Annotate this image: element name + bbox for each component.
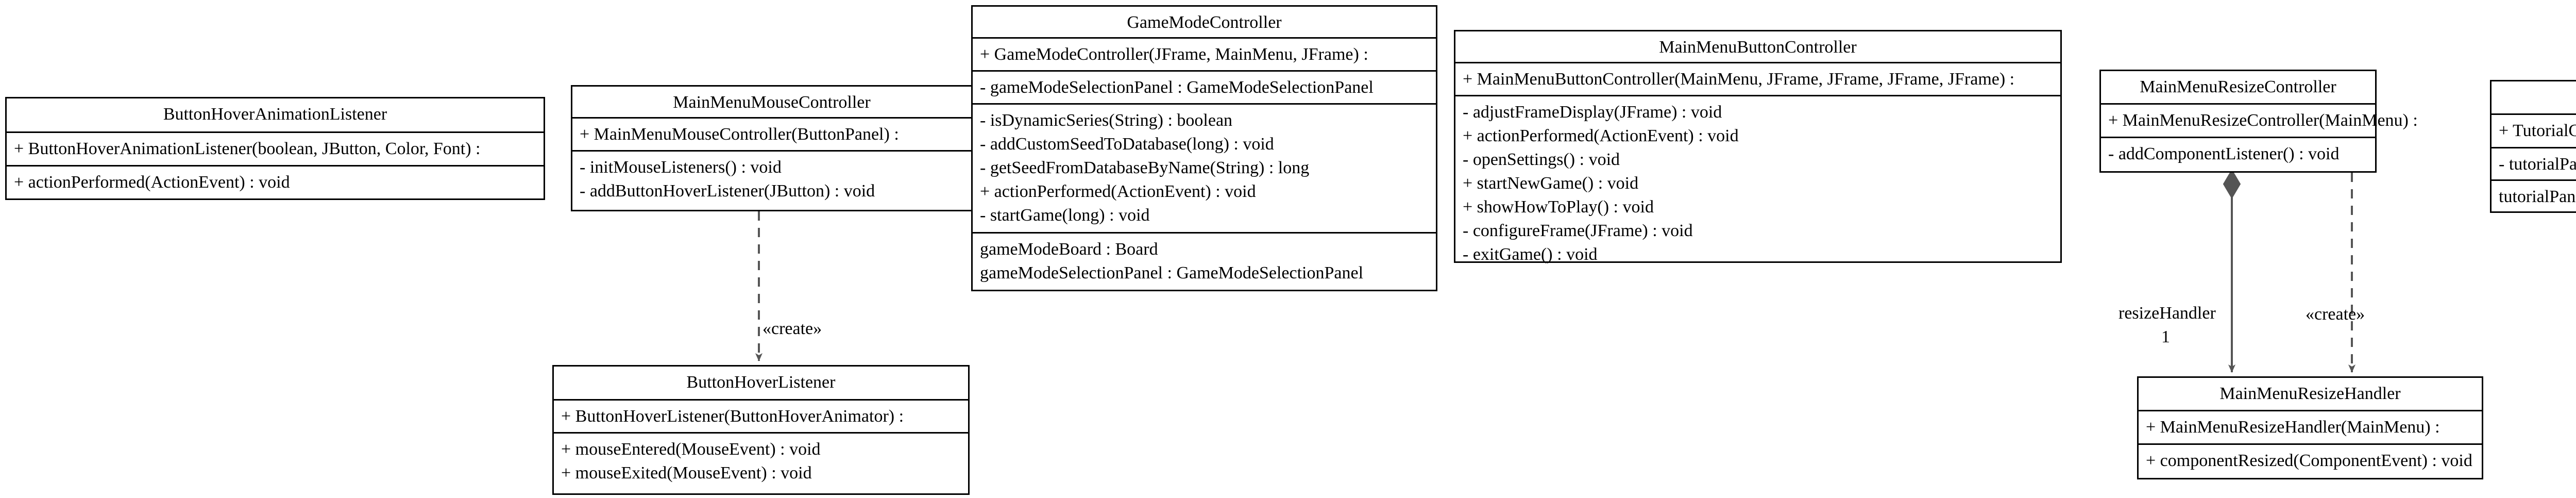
class-box-button-hover-animation-listener[interactable]: ButtonHoverAnimationListener + ButtonHov… xyxy=(5,97,545,200)
member-line: tutorialPanel : JPanel xyxy=(2499,187,2576,206)
class-box-button-hover-listener[interactable]: ButtonHoverListener + ButtonHoverListene… xyxy=(552,365,970,495)
class-name: GameModeController xyxy=(1127,13,1282,32)
member-line: + MainMenuResizeController(MainMenu) : xyxy=(2108,111,2418,130)
member-line: - initMouseListeners() : void xyxy=(580,158,782,177)
member-line: - isDynamicSeries(String) : boolean xyxy=(980,111,1233,130)
member-line: + GameModeController(JFrame, MainMenu, J… xyxy=(980,45,1368,64)
class-header: ButtonHoverAnimationListener xyxy=(7,98,544,133)
member-line: + actionPerformed(ActionEvent) : void xyxy=(1463,126,1739,145)
class-box-main-menu-button-controller[interactable]: MainMenuButtonController + MainMenuButto… xyxy=(1454,30,2062,264)
member-line: + ButtonHoverAnimationListener(boolean, … xyxy=(14,139,481,158)
member-line: gameModeBoard : Board xyxy=(980,240,1158,259)
class-box-tutorial-controller[interactable]: TutorialController + TutorialController(… xyxy=(2490,80,2576,213)
class-constructors: + MainMenuResizeHandler(MainMenu) : xyxy=(2139,411,2482,445)
member-line: + showHowToPlay() : void xyxy=(1463,197,1654,217)
class-fields: - tutorialPanel : TutorialPanel xyxy=(2492,148,2576,181)
member-line: + actionPerformed(ActionEvent) : void xyxy=(14,173,290,192)
member-line: + startNewGame() : void xyxy=(1463,174,1639,193)
class-box-main-menu-mouse-controller[interactable]: MainMenuMouseController + MainMenuMouseC… xyxy=(571,85,973,211)
class-constructors: + TutorialController(MainMenu, JFrame) : xyxy=(2492,115,2576,148)
relation-label-create-resize-handler: «create» xyxy=(2306,305,2365,324)
relation-composition-resize-handler xyxy=(2223,169,2241,373)
member-line: - openSettings() : void xyxy=(1463,150,1620,169)
class-methods: - initMouseListeners() : void - addButto… xyxy=(572,152,971,208)
class-name: MainMenuMouseController xyxy=(673,93,871,112)
class-constructors: + MainMenuMouseController(ButtonPanel) : xyxy=(572,119,971,152)
class-constructors: + MainMenuResizeController(MainMenu) : xyxy=(2101,105,2418,138)
class-header: ButtonHoverListener xyxy=(554,367,968,401)
member-line: - exitGame() : void xyxy=(1463,245,1598,264)
class-name: MainMenuResizeHandler xyxy=(2219,384,2401,403)
class-box-main-menu-resize-handler[interactable]: MainMenuResizeHandler + MainMenuResizeHa… xyxy=(2137,376,2483,479)
class-methods: + mouseEntered(MouseEvent) : void + mous… xyxy=(554,434,968,490)
relation-label-create-button-hover-listener: «create» xyxy=(762,319,822,338)
class-nested-members: tutorialPanel : JPanel xyxy=(2492,181,2576,214)
class-name: MainMenuResizeController xyxy=(2140,77,2336,96)
class-methods: - adjustFrameDisplay(JFrame) : void + ac… xyxy=(1455,96,2060,272)
member-line: - startGame(long) : void xyxy=(980,206,1150,225)
member-line: - adjustFrameDisplay(JFrame) : void xyxy=(1463,103,1722,122)
member-line: - addComponentListener() : void xyxy=(2108,144,2340,163)
member-line: - tutorialPanel : TutorialPanel xyxy=(2499,155,2576,174)
member-line: + mouseEntered(MouseEvent) : void xyxy=(561,440,821,459)
class-header: TutorialController xyxy=(2492,81,2576,115)
class-constructors: + ButtonHoverListener(ButtonHoverAnimato… xyxy=(554,401,968,434)
class-constructors: + MainMenuButtonController(MainMenu, JFr… xyxy=(1455,63,2060,96)
class-box-game-mode-controller[interactable]: GameModeController + GameModeController(… xyxy=(971,5,1437,291)
class-fields: - gameModeSelectionPanel : GameModeSelec… xyxy=(973,72,1436,105)
class-nested-members: gameModeBoard : Board gameModeSelectionP… xyxy=(973,234,1436,290)
class-name: ButtonHoverListener xyxy=(686,373,836,392)
relation-label-resize-handler-role: resizeHandler xyxy=(2119,304,2216,323)
class-methods: + actionPerformed(ActionEvent) : void xyxy=(7,167,544,200)
class-name: ButtonHoverAnimationListener xyxy=(163,105,387,124)
class-constructors: + GameModeController(JFrame, MainMenu, J… xyxy=(973,39,1436,72)
member-line: - configureFrame(JFrame) : void xyxy=(1463,221,1693,240)
member-line: + mouseExited(MouseEvent) : void xyxy=(561,463,812,483)
member-line: - gameModeSelectionPanel : GameModeSelec… xyxy=(980,78,1374,97)
class-header: GameModeController xyxy=(973,7,1436,39)
relation-multiplicity-resize-handler: 1 xyxy=(2161,327,2170,346)
class-name: TutorialController xyxy=(2499,86,2576,109)
member-line: gameModeSelectionPanel : GameModeSelecti… xyxy=(980,263,1364,283)
class-methods: - addComponentListener() : void xyxy=(2101,138,2375,171)
class-constructors: + ButtonHoverAnimationListener(boolean, … xyxy=(7,133,544,167)
member-line: + actionPerformed(ActionEvent) : void xyxy=(980,182,1256,201)
class-box-main-menu-resize-controller[interactable]: MainMenuResizeController + MainMenuResiz… xyxy=(2099,70,2418,173)
class-header: MainMenuResizeHandler xyxy=(2139,378,2482,411)
class-name: MainMenuButtonController xyxy=(1659,38,1857,57)
member-line: + MainMenuMouseController(ButtonPanel) : xyxy=(580,125,899,144)
member-line: + TutorialController(MainMenu, JFrame) : xyxy=(2499,121,2576,140)
member-line: + componentResized(ComponentEvent) : voi… xyxy=(2146,451,2472,470)
member-line: + MainMenuButtonController(MainMenu, JFr… xyxy=(1463,70,2015,89)
member-line: - addCustomSeedToDatabase(long) : void xyxy=(980,135,1274,154)
class-methods: + componentResized(ComponentEvent) : voi… xyxy=(2139,445,2482,478)
member-line: + MainMenuResizeHandler(MainMenu) : xyxy=(2146,418,2440,437)
class-header: MainMenuButtonController xyxy=(1455,31,2060,63)
member-line: + ButtonHoverListener(ButtonHoverAnimato… xyxy=(561,407,904,426)
class-methods: - isDynamicSeries(String) : boolean - ad… xyxy=(973,105,1436,234)
member-line: - getSeedFromDatabaseByName(String) : lo… xyxy=(980,158,1310,177)
class-header: MainMenuResizeController xyxy=(2101,71,2375,105)
class-header: MainMenuMouseController xyxy=(572,87,971,119)
member-line: - addButtonHoverListener(JButton) : void xyxy=(580,181,875,201)
